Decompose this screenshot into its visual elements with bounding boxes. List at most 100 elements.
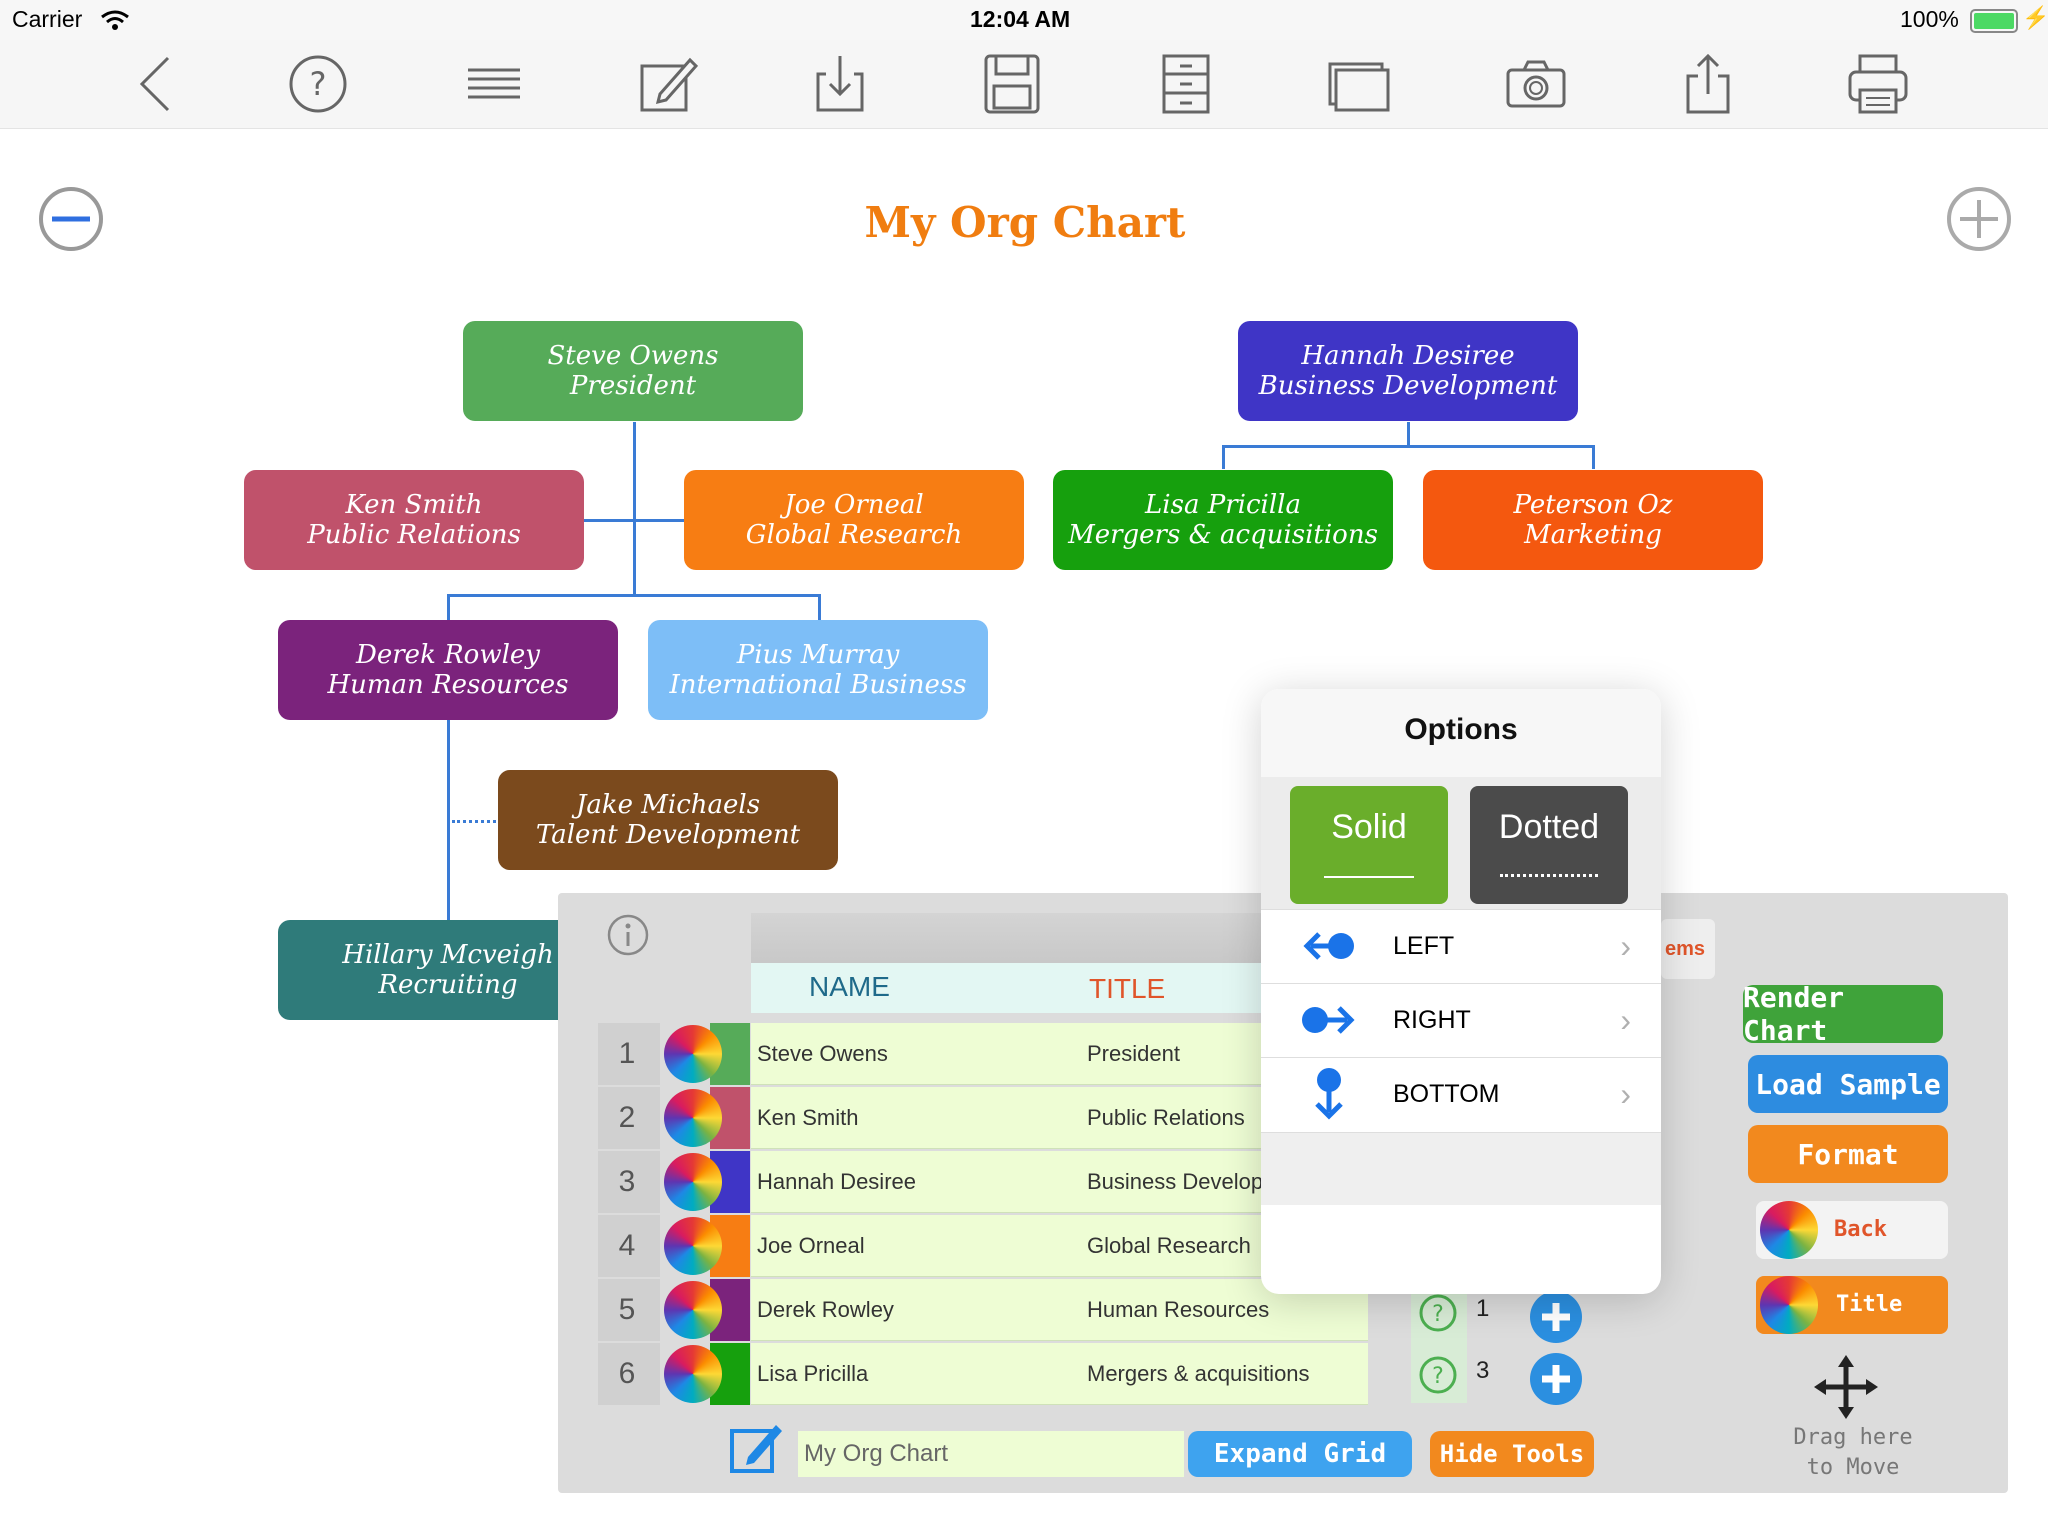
org-box-title: President xyxy=(569,371,697,401)
org-box[interactable]: Derek Rowley Human Resources xyxy=(278,620,618,720)
name-cell[interactable]: Ken Smith xyxy=(751,1087,1081,1149)
color-wheel-icon[interactable] xyxy=(664,1345,722,1403)
name-header[interactable]: NAME xyxy=(751,963,1081,1013)
back-chevron-icon[interactable] xyxy=(124,54,188,114)
items-tab[interactable]: ems xyxy=(1661,919,1715,979)
chart-title-input[interactable]: My Org Chart xyxy=(798,1431,1184,1477)
save-icon[interactable] xyxy=(980,54,1044,114)
option-right[interactable]: RIGHT › xyxy=(1261,983,1661,1058)
org-box-title: Recruiting xyxy=(378,970,518,1000)
org-box[interactable]: Ken Smith Public Relations xyxy=(244,470,584,570)
drag-label: Drag here to Move xyxy=(1793,1425,1913,1480)
row-number: 4 xyxy=(618,1229,636,1262)
print-icon[interactable] xyxy=(1846,54,1910,114)
color-wheel-icon[interactable] xyxy=(664,1281,722,1339)
popover-title: Options xyxy=(1404,713,1518,746)
color-wheel-icon[interactable] xyxy=(664,1025,722,1083)
row-number-cell: 6 xyxy=(598,1343,660,1405)
grid-header-bar xyxy=(1081,913,1261,963)
dotted-button[interactable]: Dotted xyxy=(1470,786,1628,904)
org-box[interactable]: Hannah Desiree Business Development xyxy=(1238,321,1578,421)
help-icon[interactable]: ? xyxy=(286,54,350,114)
org-box[interactable]: Lisa Pricilla Mergers & acquisitions xyxy=(1053,470,1393,570)
add-child-icon[interactable] xyxy=(1528,1289,1584,1345)
color-wheel-icon xyxy=(1760,1276,1818,1334)
back-color-button[interactable]: Back xyxy=(1756,1201,1948,1259)
row-number-cell: 5 xyxy=(598,1279,660,1341)
org-box-name: Hillary Mcveigh xyxy=(342,940,554,970)
title-header[interactable]: TITLE xyxy=(1081,963,1261,1013)
option-left[interactable]: LEFT › xyxy=(1261,909,1661,984)
list-icon[interactable] xyxy=(462,54,526,114)
info-icon[interactable] xyxy=(606,913,650,957)
zoom-out-icon[interactable] xyxy=(38,186,104,252)
grid-header-bar xyxy=(751,913,1081,963)
solid-button[interactable]: Solid xyxy=(1290,786,1448,904)
wifi-icon xyxy=(101,10,129,30)
render-chart-button[interactable]: Render Chart xyxy=(1743,981,1943,1047)
row-number: 2 xyxy=(618,1101,636,1134)
expand-grid-button[interactable]: Expand Grid xyxy=(1188,1431,1412,1477)
name-cell[interactable]: Hannah Desiree xyxy=(751,1151,1081,1213)
org-box-title: Global Research xyxy=(745,520,963,550)
edit-title-icon[interactable] xyxy=(728,1419,784,1475)
name-cell[interactable]: Lisa Pricilla xyxy=(751,1343,1081,1405)
color-wheel-icon[interactable] xyxy=(664,1217,722,1275)
name-cell[interactable]: Derek Rowley xyxy=(751,1279,1081,1341)
color-wheel-icon xyxy=(1760,1201,1818,1259)
parent-number[interactable]: 3 xyxy=(1476,1357,1490,1384)
back-color-label: Back xyxy=(1834,1217,1887,1242)
options-popover: Options Solid Dotted LEFT › RIGHT › BOTT… xyxy=(1261,689,1661,1294)
hide-tools-button[interactable]: Hide Tools xyxy=(1430,1431,1594,1477)
title-cell[interactable]: Mergers & acquisitions xyxy=(1081,1343,1368,1405)
question-icon[interactable]: ? xyxy=(1418,1293,1458,1333)
zoom-in-icon[interactable] xyxy=(1946,186,2012,252)
window-icon[interactable] xyxy=(1328,54,1392,114)
org-box-title: International Business xyxy=(669,670,967,700)
org-box-title: Talent Development xyxy=(535,820,801,850)
option-left-label: LEFT xyxy=(1393,932,1455,960)
format-button[interactable]: Format xyxy=(1748,1125,1948,1183)
org-box-name: Pius Murray xyxy=(736,640,900,670)
popover-spacer xyxy=(1261,1132,1661,1205)
org-box[interactable]: Steve Owens President xyxy=(463,321,803,421)
clock: 12:04 AM xyxy=(970,6,1071,32)
chevron-right-icon: › xyxy=(1620,1002,1631,1038)
cabinet-icon[interactable] xyxy=(1154,54,1218,114)
org-box[interactable]: Pius Murray International Business xyxy=(648,620,988,720)
add-child-icon[interactable] xyxy=(1528,1351,1584,1407)
svg-text:?: ? xyxy=(310,65,327,103)
org-box-name: Jake Michaels xyxy=(575,790,761,820)
row-number-cell: 2 xyxy=(598,1087,660,1149)
parent-number[interactable]: 1 xyxy=(1476,1295,1490,1322)
connector-line xyxy=(633,422,636,596)
org-box[interactable]: Joe Orneal Global Research xyxy=(684,470,1024,570)
battery-icon xyxy=(1970,9,2018,33)
org-box[interactable]: Jake Michaels Talent Development xyxy=(498,770,838,870)
color-wheel-icon[interactable] xyxy=(664,1153,722,1211)
row-number: 1 xyxy=(618,1037,636,1070)
org-box-name: Joe Orneal xyxy=(784,490,924,520)
load-sample-button[interactable]: Load Sample xyxy=(1748,1055,1948,1113)
toolbar: ? xyxy=(0,40,2048,129)
row-number: 3 xyxy=(618,1165,636,1198)
option-bottom-label: BOTTOM xyxy=(1393,1080,1500,1108)
popover-header: Options xyxy=(1261,689,1661,778)
color-wheel-icon[interactable] xyxy=(664,1089,722,1147)
chart-title: My Org Chart xyxy=(864,198,1186,247)
svg-text:?: ? xyxy=(1432,1364,1444,1389)
charging-icon: ⚡ xyxy=(2022,5,2048,30)
org-box-name: Steve Owens xyxy=(547,341,719,371)
share-icon[interactable] xyxy=(1676,53,1740,114)
name-cell[interactable]: Joe Orneal xyxy=(751,1215,1081,1277)
download-icon[interactable] xyxy=(808,54,872,114)
org-box[interactable]: Peterson Oz Marketing xyxy=(1423,470,1763,570)
name-cell[interactable]: Steve Owens xyxy=(751,1023,1081,1085)
option-bottom[interactable]: BOTTOM › xyxy=(1261,1057,1661,1132)
question-icon[interactable]: ? xyxy=(1418,1355,1458,1395)
camera-icon[interactable] xyxy=(1504,54,1568,114)
edit-icon[interactable] xyxy=(636,54,700,114)
svg-text:?: ? xyxy=(1432,1302,1444,1327)
move-arrows-icon[interactable] xyxy=(1814,1355,1878,1419)
title-color-button[interactable]: Title xyxy=(1756,1276,1948,1334)
